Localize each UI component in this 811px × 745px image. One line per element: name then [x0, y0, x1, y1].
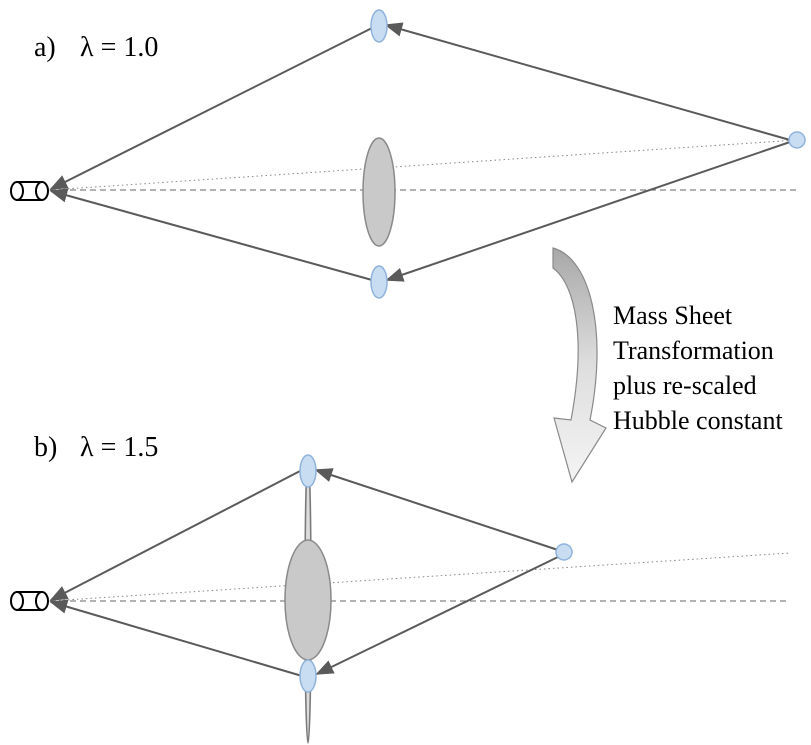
panel-b-label: b) [34, 432, 57, 463]
source-b [555, 543, 573, 561]
lens-galaxy-b [284, 539, 332, 661]
caption-line-1: Mass Sheet [613, 301, 733, 330]
telescope-icon [10, 591, 49, 611]
source-a [788, 131, 806, 149]
panel-b-lambda: λ = 1.5 [80, 432, 158, 463]
source-sightline-b [49, 552, 791, 602]
ray-source-to-lower-image-a [385, 141, 791, 282]
ray-lower-image-to-observer-a [49, 188, 373, 281]
transformation-caption: Mass Sheet Transformation plus re-scaled… [613, 301, 783, 435]
ray-source-to-lower-image-b [315, 555, 561, 675]
lower-image-b [299, 659, 317, 693]
caption-line-4: Hubble constant [613, 406, 783, 435]
panel-b: b) λ = 1.5 [10, 432, 791, 744]
lower-image-a [370, 265, 388, 299]
source-sightline-a [49, 139, 798, 191]
ray-upper-image-to-observer-a [49, 27, 373, 190]
ray-source-to-upper-image-b [314, 468, 559, 551]
caption-line-3: plus re-scaled [613, 371, 757, 400]
telescope-icon [10, 181, 49, 201]
caption-line-2: Transformation [613, 336, 774, 365]
ray-lower-image-to-observer-b [49, 599, 303, 677]
panel-a-lambda: λ = 1.0 [80, 32, 158, 63]
ray-source-to-upper-image-a [384, 22, 791, 141]
upper-image-a [370, 9, 388, 43]
lens-galaxy-a [362, 137, 396, 247]
curved-arrow-icon [552, 247, 607, 484]
upper-image-b [299, 454, 317, 488]
panel-a: a) λ = 1.0 [10, 9, 806, 299]
ray-upper-image-to-observer-b [49, 469, 303, 601]
panel-a-label: a) [34, 32, 56, 63]
